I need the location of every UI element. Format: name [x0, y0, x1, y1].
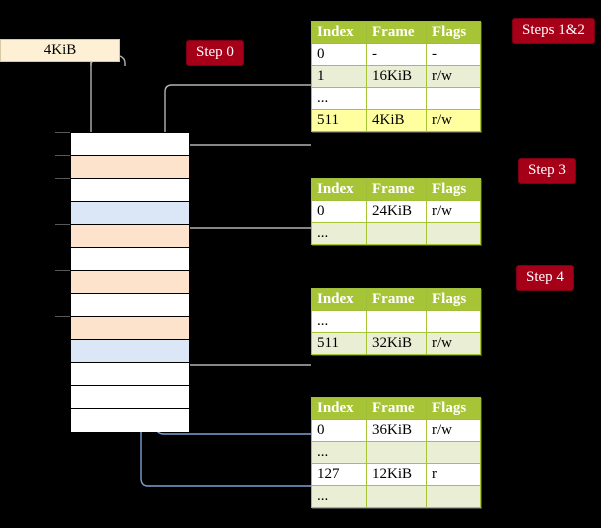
table-row: ... — [311, 310, 481, 333]
column-header-index: Index — [311, 397, 367, 420]
cell-frame — [366, 310, 427, 333]
memory-frame-12 — [71, 409, 189, 432]
cell-frame — [366, 222, 427, 245]
step-badge-steps1and2: Steps 1&2 — [512, 18, 595, 44]
column-header-frame: Frame — [366, 288, 427, 311]
memory-frame-1 — [71, 156, 189, 179]
cell-flags — [426, 310, 481, 333]
cell-index: ... — [311, 87, 367, 110]
source-box-4kib: 4KiB — [0, 39, 120, 62]
memory-frame-10 — [71, 363, 189, 386]
cell-frame: - — [366, 43, 427, 66]
column-header-index: Index — [311, 288, 367, 311]
memory-tick-0 — [55, 132, 70, 133]
column-header-index: Index — [311, 21, 367, 44]
cell-flags: r/w — [426, 332, 481, 355]
table-row: ... — [311, 87, 481, 110]
memory-frame-5 — [71, 248, 189, 271]
cell-frame: 32KiB — [366, 332, 427, 355]
cell-index: 1 — [311, 65, 367, 88]
memory-tick-4 — [55, 224, 70, 225]
cell-flags: r/w — [426, 200, 481, 223]
cell-index: 511 — [311, 109, 367, 132]
cell-frame — [366, 441, 427, 464]
cell-index: 0 — [311, 200, 367, 223]
memory-frame-4 — [71, 225, 189, 248]
memory-tick-1 — [55, 155, 70, 156]
step-badge-step3: Step 3 — [518, 158, 576, 184]
cell-frame: 16KiB — [366, 65, 427, 88]
cell-frame: 24KiB — [366, 200, 427, 223]
physical-memory-column — [70, 132, 190, 432]
memory-tick-2 — [55, 178, 70, 179]
table-row: 0-- — [311, 43, 481, 66]
cell-index: ... — [311, 310, 367, 333]
memory-tick-6 — [55, 270, 70, 271]
memory-frame-9 — [71, 340, 189, 363]
cell-flags — [426, 222, 481, 245]
memory-frame-8 — [71, 317, 189, 340]
cell-frame: 12KiB — [366, 463, 427, 486]
cell-flags: - — [426, 43, 481, 66]
wire-t3r511-to-mem — [174, 306, 311, 366]
column-header-frame: Frame — [366, 178, 427, 201]
column-header-flags: Flags — [426, 288, 481, 311]
cell-flags: r/w — [426, 65, 481, 88]
step-badge-step0: Step 0 — [186, 40, 244, 66]
table-row: ... — [311, 222, 481, 245]
cell-flags — [426, 441, 481, 464]
memory-frame-7 — [71, 294, 189, 317]
column-header-flags: Flags — [426, 397, 481, 420]
column-header-flags: Flags — [426, 178, 481, 201]
cell-index: 127 — [311, 463, 367, 486]
cell-index: 0 — [311, 419, 367, 442]
memory-frame-2 — [71, 179, 189, 202]
table-row: ... — [311, 441, 481, 464]
cell-index: ... — [311, 222, 367, 245]
cell-flags: r — [426, 463, 481, 486]
memory-frame-3 — [71, 202, 189, 225]
cell-flags: r/w — [426, 419, 481, 442]
cell-index: ... — [311, 441, 367, 464]
cell-index: ... — [311, 485, 367, 508]
column-header-flags: Flags — [426, 21, 481, 44]
column-header-index: Index — [311, 178, 367, 201]
wire-t1r511-to-mem — [174, 144, 311, 234]
table-row: ... — [311, 485, 481, 508]
cell-flags — [426, 87, 481, 110]
step-badge-step4: Step 4 — [516, 265, 574, 291]
cell-frame: 4KiB — [366, 109, 427, 132]
memory-frame-6 — [71, 271, 189, 294]
memory-frame-11 — [71, 386, 189, 409]
memory-tick-8 — [55, 316, 70, 317]
source-box-label: 4KiB — [43, 42, 77, 58]
cell-flags — [426, 485, 481, 508]
wire-t2r0-to-mem — [177, 227, 311, 279]
memory-frame-0 — [71, 133, 189, 156]
cell-frame — [366, 87, 427, 110]
column-header-frame: Frame — [366, 21, 427, 44]
cell-frame: 36KiB — [366, 419, 427, 442]
cell-frame — [366, 485, 427, 508]
cell-flags: r/w — [426, 109, 481, 132]
column-header-frame: Frame — [366, 397, 427, 420]
cell-index: 511 — [311, 332, 367, 355]
cell-index: 0 — [311, 43, 367, 66]
